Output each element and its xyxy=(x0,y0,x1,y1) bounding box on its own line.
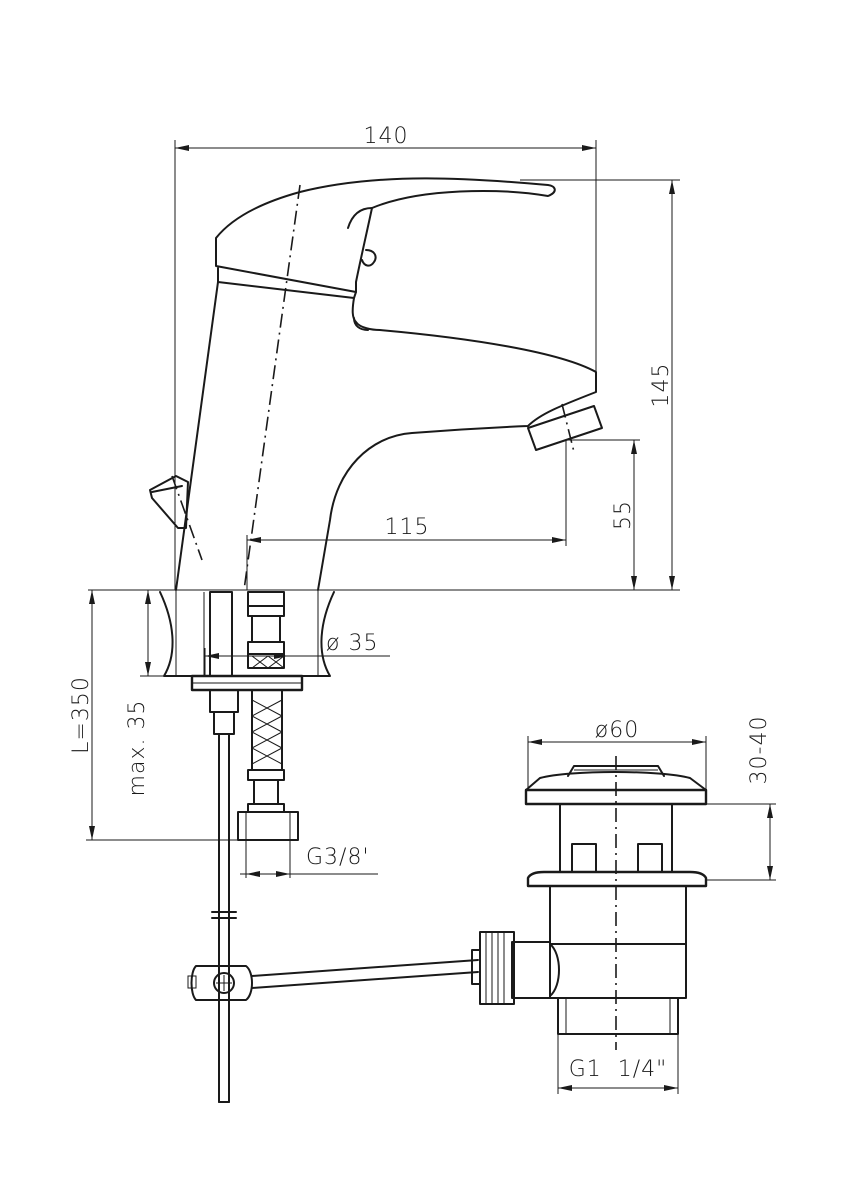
dimension-label-G3-8: G3/8' xyxy=(306,845,370,870)
dimension-label-G1-1-4: G1 1/4" xyxy=(569,1057,668,1082)
dimension-label-55: 55 xyxy=(611,500,636,530)
popup-rod-knob xyxy=(149,475,189,529)
dimension-label-140: 140 xyxy=(364,124,409,149)
dimension-label-30-40: 30-40 xyxy=(747,716,772,785)
dimension-body-diameter: ø 35 xyxy=(204,631,390,676)
aerator xyxy=(527,405,603,451)
dimension-label-diameter-35: ø 35 xyxy=(326,631,378,656)
dimension-label-L-350: L=350 xyxy=(69,676,94,754)
lever-handle xyxy=(215,177,556,293)
dimension-label-max-35: max. 35 xyxy=(125,700,150,797)
dimension-reach-115: 115 xyxy=(246,440,567,590)
dimension-height-145: 145 xyxy=(520,179,680,590)
dimension-label-115: 115 xyxy=(385,515,430,540)
dimension-waste-diameter: ø60 xyxy=(527,718,707,790)
dimension-hose-thread: G3/8' xyxy=(240,840,378,878)
drain-plug xyxy=(525,771,707,791)
dimension-max-35: max. 35 xyxy=(125,590,192,796)
hose-nut xyxy=(237,811,299,841)
dimension-height-55: 55 xyxy=(565,439,640,590)
dimension-hose-length: L=350 xyxy=(69,590,238,841)
dimension-waste-plug-height: 30-40 xyxy=(706,716,776,881)
waste-drain xyxy=(471,756,708,1050)
mounting-assembly xyxy=(159,590,479,1103)
dimension-waste-thread: G1 1/4" xyxy=(557,1034,679,1094)
dimension-label-145: 145 xyxy=(649,363,674,408)
faucet-body xyxy=(149,177,603,591)
dimension-label-diameter-60: ø60 xyxy=(595,718,639,743)
